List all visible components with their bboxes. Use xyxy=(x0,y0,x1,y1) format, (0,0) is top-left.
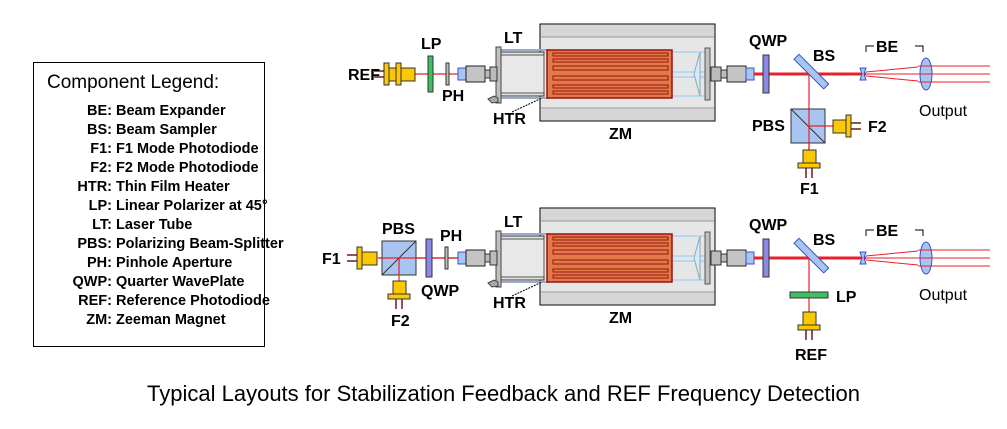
legend-abbr: HTR: xyxy=(77,179,112,195)
laser-tube-assembly xyxy=(457,23,755,122)
legend-item: F2:F2 Mode Photodiode xyxy=(34,160,259,176)
legend-desc: Polarizing Beam-Splitter xyxy=(116,236,284,252)
f2-photodiode-bottom xyxy=(387,280,411,310)
legend-desc: F1 Mode Photodiode xyxy=(116,141,259,157)
legend-abbr: QWP: xyxy=(72,274,112,290)
label-f1-bottom: F1 xyxy=(322,251,341,268)
label-htr-bottom: HTR xyxy=(493,295,526,312)
legend-item: ZM:Zeeman Magnet xyxy=(34,312,226,328)
label-be-bottom: BE xyxy=(876,223,899,240)
label-ref-bottom: REF xyxy=(795,347,827,364)
legend-desc: Laser Tube xyxy=(116,217,193,233)
legend-item: QWP:Quarter WavePlate xyxy=(34,274,245,290)
label-qwp-left: QWP xyxy=(421,283,460,300)
label-htr: HTR xyxy=(493,111,526,128)
legend-desc: Zeeman Magnet xyxy=(116,312,226,328)
label-f1: F1 xyxy=(800,181,819,198)
label-f2: F2 xyxy=(868,119,887,136)
legend-item: PH:Pinhole Aperture xyxy=(34,255,232,271)
label-qwp-bottom: QWP xyxy=(749,217,788,234)
legend-abbr: BE: xyxy=(87,103,112,119)
laser-tube-assembly-bottom xyxy=(457,207,755,306)
legend-abbr: PBS: xyxy=(77,236,112,252)
legend-abbr: PH: xyxy=(87,255,112,271)
legend-abbr: BS: xyxy=(87,122,112,138)
legend-desc: Linear Polarizer at 45° xyxy=(116,198,268,214)
legend-abbr: REF: xyxy=(78,293,112,309)
linear-polarizer-bottom xyxy=(789,291,829,299)
label-f2-bottom: F2 xyxy=(391,313,410,330)
label-zm: ZM xyxy=(609,126,632,143)
label-ph-bottom: PH xyxy=(440,228,462,245)
legend-desc: Beam Sampler xyxy=(116,122,217,138)
legend-desc: F2 Mode Photodiode xyxy=(116,160,259,176)
legend-desc: Beam Expander xyxy=(116,103,226,119)
label-output: Output xyxy=(919,103,968,120)
label-ref: REF xyxy=(348,67,380,84)
legend-item: PBS:Polarizing Beam-Splitter xyxy=(34,236,284,252)
label-pbs: PBS xyxy=(752,118,785,135)
legend-desc: Reference Photodiode xyxy=(116,293,270,309)
label-bs-bottom: BS xyxy=(813,232,836,249)
label-zm-bottom: ZM xyxy=(609,310,632,327)
legend-abbr: F1: xyxy=(90,141,112,157)
pinhole-aperture xyxy=(445,62,450,86)
legend-abbr: LT: xyxy=(92,217,112,233)
legend-title: Component Legend: xyxy=(47,72,220,93)
figure-caption: Typical Layouts for Stabilization Feedba… xyxy=(147,381,860,406)
linear-polarizer xyxy=(427,55,434,93)
quarter-waveplate-bottom xyxy=(762,238,770,278)
label-pbs-bottom: PBS xyxy=(382,221,415,238)
label-output-bottom: Output xyxy=(919,287,968,304)
legend-item: BS:Beam Sampler xyxy=(34,122,217,138)
label-lt: LT xyxy=(504,30,523,47)
pinhole-aperture-bottom xyxy=(444,246,449,270)
label-lt-bottom: LT xyxy=(504,214,523,231)
legend-abbr: LP: xyxy=(88,198,112,214)
label-be: BE xyxy=(876,39,899,56)
ref-photodiode-bottom xyxy=(797,311,821,341)
legend-desc: Pinhole Aperture xyxy=(116,255,233,271)
label-bs: BS xyxy=(813,48,836,65)
bottom-layout xyxy=(347,207,991,341)
legend-desc: Quarter WavePlate xyxy=(116,274,245,290)
legend-item: LP:Linear Polarizer at 45° xyxy=(34,198,268,214)
legend-desc: Thin Film Heater xyxy=(116,179,230,195)
top-layout xyxy=(373,23,991,179)
legend-item: HTR:Thin Film Heater xyxy=(34,179,230,195)
quarter-waveplate-left xyxy=(425,238,433,278)
legend-item: BE:Beam Expander xyxy=(34,103,226,119)
legend-abbr: ZM: xyxy=(86,312,112,328)
f1-photodiode xyxy=(797,149,821,179)
label-lp: LP xyxy=(421,36,442,53)
legend-abbr: F2: xyxy=(90,160,112,176)
label-lp-bottom: LP xyxy=(836,289,857,306)
quarter-waveplate xyxy=(762,54,770,94)
legend-item: REF:Reference Photodiode xyxy=(34,293,270,309)
legend-item: LT:Laser Tube xyxy=(34,217,192,233)
label-ph: PH xyxy=(442,88,464,105)
legend-item: F1:F1 Mode Photodiode xyxy=(34,141,259,157)
label-qwp: QWP xyxy=(749,33,788,50)
f2-photodiode xyxy=(832,114,862,138)
